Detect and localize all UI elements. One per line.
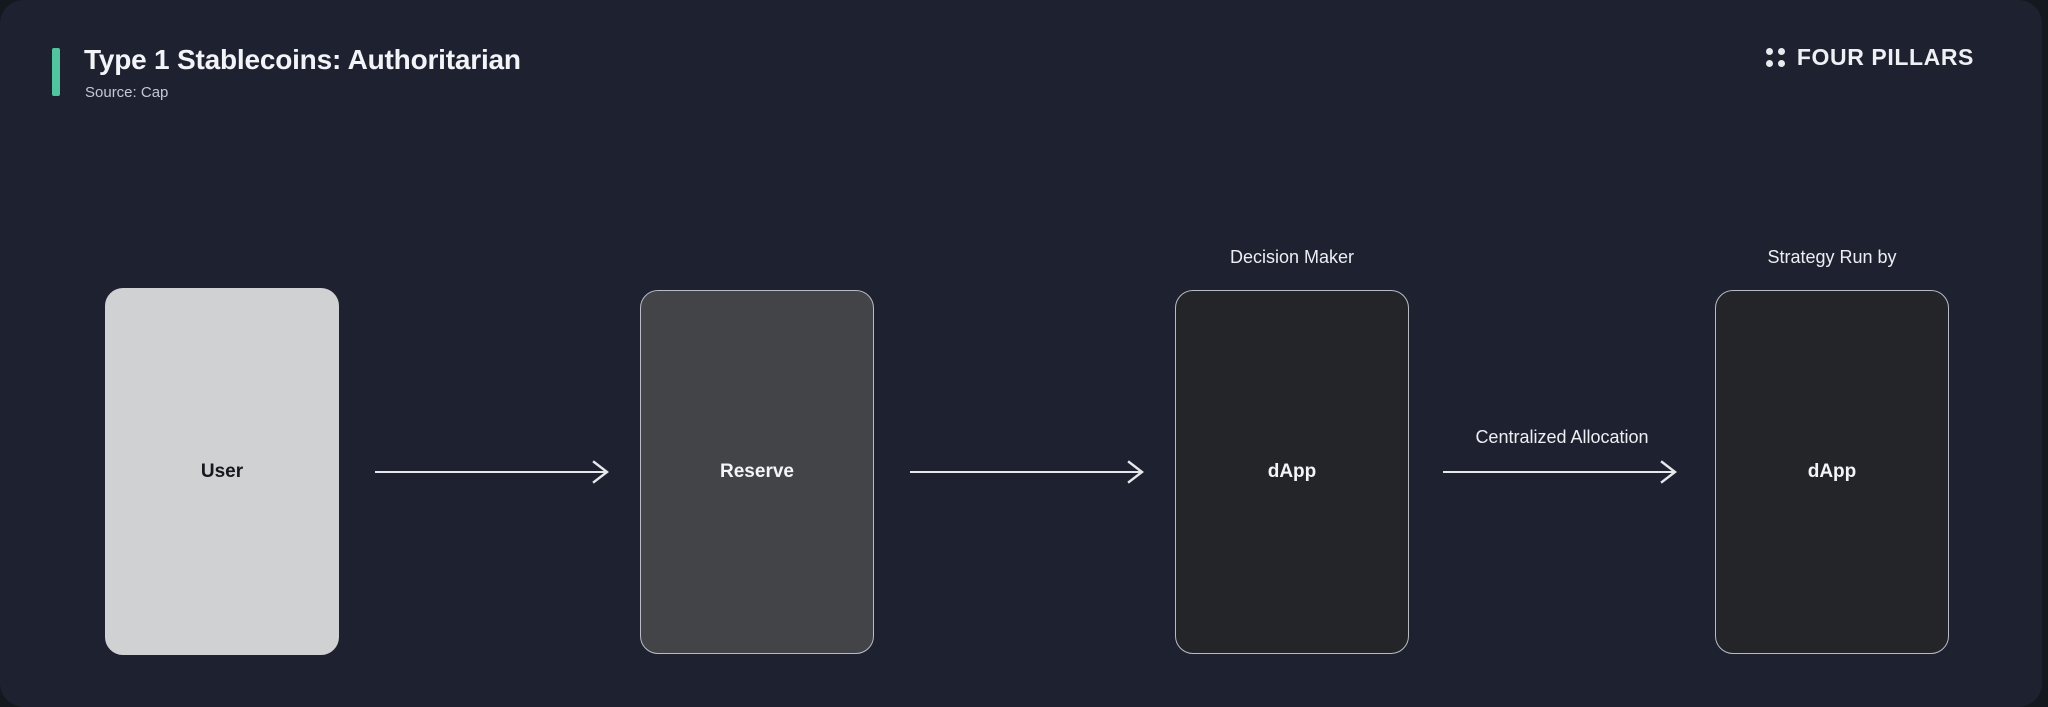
node-dapp-decision-maker-label: dApp: [1267, 461, 1317, 482]
node-dapp-strategy-label: dApp: [1807, 461, 1857, 482]
arrow-user-to-reserve: [375, 460, 613, 484]
node-reserve-label: Reserve: [720, 461, 794, 482]
edge-label-centralized-allocation: Centralized Allocation: [1475, 427, 1649, 447]
node-dapp-strategy-caption: Strategy Run by: [1767, 247, 1897, 267]
node-dapp-decision-maker-caption: Decision Maker: [1229, 247, 1355, 267]
node-user-label: User: [200, 460, 244, 482]
four-dots-grid-icon: [1765, 48, 1785, 67]
node-dapp-decision-maker[interactable]: dApp: [1175, 290, 1409, 654]
arrow-reserve-to-dapp: [910, 460, 1148, 484]
page-subtitle: Source: Cap: [85, 84, 169, 101]
brand-name: FOUR PILLARS: [1796, 44, 1974, 70]
node-dapp-strategy[interactable]: dApp: [1715, 290, 1949, 654]
node-user[interactable]: User: [105, 288, 339, 655]
arrow-dapp-to-dapp: [1443, 460, 1681, 484]
page-title: Type 1 Stablecoins: Authoritarian: [84, 44, 521, 75]
title-accent-bar: [52, 48, 60, 96]
node-reserve[interactable]: Reserve: [640, 290, 874, 654]
brand-logo: FOUR PILLARS: [1765, 44, 1974, 71]
